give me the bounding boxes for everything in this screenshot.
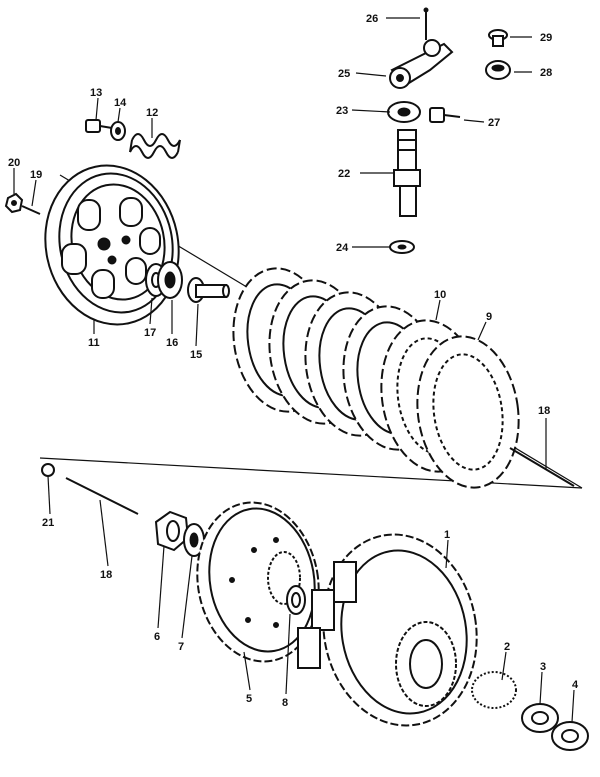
release-arm-assembly <box>387 7 511 254</box>
callout-9: 9 <box>486 311 492 323</box>
callout-13: 13 <box>90 87 102 99</box>
rod-lower-and-ball <box>41 463 139 515</box>
leader-lines <box>13 17 575 723</box>
callout-19: 19 <box>30 169 42 181</box>
release-bearing-parts <box>145 261 230 303</box>
callout-18-upper: 18 <box>538 405 550 417</box>
callout-11: 11 <box>88 337 100 349</box>
callout-8: 8 <box>282 697 288 709</box>
nut-and-pin <box>4 192 41 215</box>
callout-14: 14 <box>114 97 127 109</box>
clutch-plate-stack <box>232 267 520 489</box>
callout-12: 12 <box>146 107 158 119</box>
callout-27: 27 <box>488 117 500 129</box>
callout-1: 1 <box>444 529 450 541</box>
callout-7: 7 <box>178 641 184 653</box>
callout-20: 20 <box>8 157 20 169</box>
bolt-washer-spring <box>85 119 181 159</box>
callout-17: 17 <box>144 327 156 339</box>
callout-23: 23 <box>336 105 348 117</box>
callout-29: 29 <box>540 32 552 44</box>
callout-22: 22 <box>338 168 350 180</box>
nut-and-lockwasher <box>154 510 205 557</box>
callout-16: 16 <box>166 337 178 349</box>
callout-6: 6 <box>154 631 160 643</box>
callout-26: 26 <box>366 13 378 25</box>
push-rod-upper <box>509 447 575 487</box>
callout-15: 15 <box>190 349 202 361</box>
callout-labels: 1 2 3 4 5 6 7 8 9 10 11 12 13 14 15 16 1… <box>8 13 579 709</box>
callout-18-lower: 18 <box>100 569 112 581</box>
callout-24: 24 <box>336 242 349 254</box>
callout-2: 2 <box>504 641 510 653</box>
pressure-plate <box>44 164 180 326</box>
clutch-hub <box>196 501 320 663</box>
callout-21: 21 <box>42 517 54 529</box>
callout-10: 10 <box>434 289 446 301</box>
callout-25: 25 <box>338 68 350 80</box>
callout-28: 28 <box>540 67 552 79</box>
needle-bearing-spacer-washer <box>471 671 589 751</box>
clutch-outer-basket <box>297 533 478 727</box>
callout-3: 3 <box>540 661 546 673</box>
callout-4: 4 <box>572 679 579 691</box>
callout-5: 5 <box>246 693 252 705</box>
